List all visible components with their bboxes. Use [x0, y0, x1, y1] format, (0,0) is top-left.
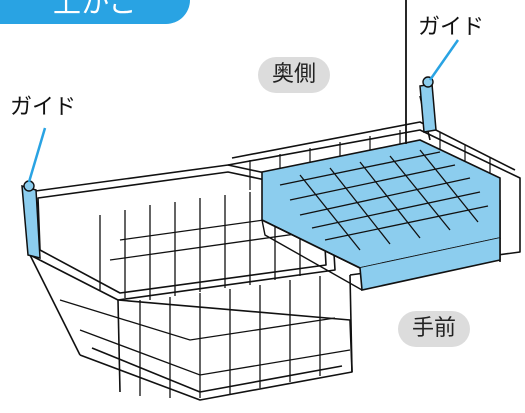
left-bottom-outer — [79, 299, 353, 401]
guide-left-leader — [27, 127, 47, 183]
left-basket-rails — [59, 214, 351, 376]
front-side-label: 手前 — [398, 311, 471, 347]
back-side-label: 奥側 — [258, 57, 331, 93]
guide-left-label: ガイド — [10, 95, 77, 120]
cutlery-tray — [261, 139, 501, 291]
basket-title-tab: 上かご — [0, 0, 190, 24]
center-post — [349, 274, 353, 373]
guide-rails — [21, 76, 437, 259]
left-front-edge — [117, 299, 121, 393]
left-bottom-inner — [91, 347, 343, 393]
left-basket-wires — [99, 188, 321, 398]
guide-right-label: ガイド — [418, 15, 485, 40]
leader-lines — [27, 39, 460, 183]
right-rim-top — [231, 121, 516, 171]
left-side-edge — [29, 254, 81, 356]
guide-right-leader — [428, 39, 460, 81]
